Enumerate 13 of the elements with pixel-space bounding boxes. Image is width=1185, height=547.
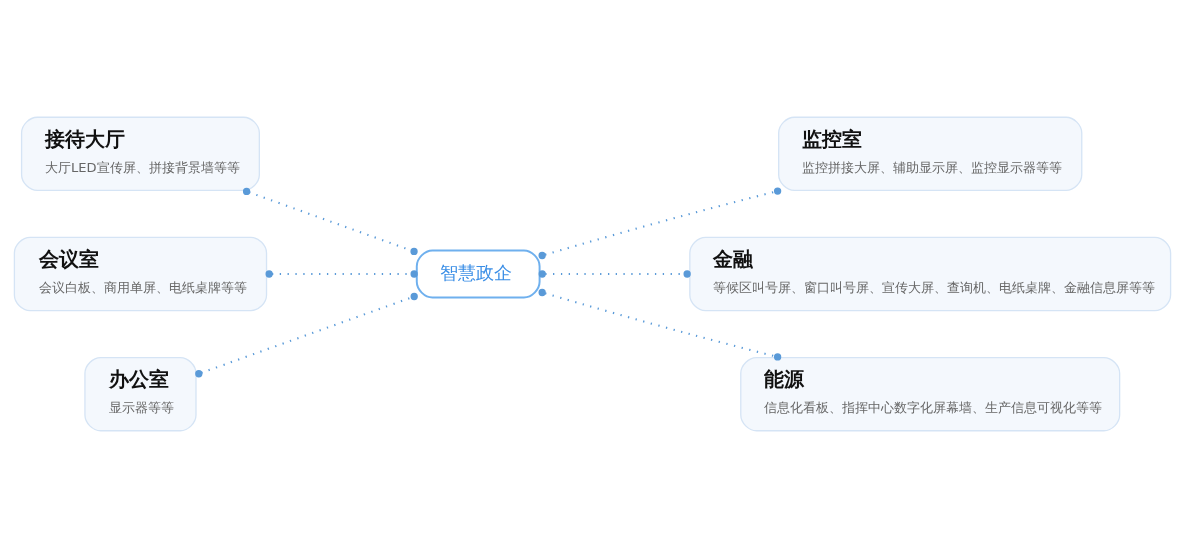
connector — [538, 288, 782, 361]
node-box: 能源 信息化看板、指挥中心数字化屏幕墙、生产信息可视化等等 — [740, 356, 1121, 431]
connector — [538, 269, 691, 278]
node-box: 会议室 会议白板、商用单屏、电纸桌牌等等 — [13, 236, 268, 311]
node-box: 办公室 显示器等等 — [84, 356, 197, 431]
node-box: 接待大厅 大厅LED宣传屏、拼接背景墙等等 — [20, 116, 260, 191]
connector — [195, 292, 418, 377]
node-box: 金融 等候区叫号屏、窗口叫号屏、宣传大屏、查询机、电纸桌牌、金融信息屏等等 — [689, 236, 1172, 311]
connector — [538, 186, 782, 259]
connector — [242, 187, 418, 255]
connector — [265, 269, 418, 278]
node-box: 监控室 监控拼接大屏、辅助显示屏、监控显示器等等 — [778, 116, 1083, 191]
node-box: 智慧政企 — [415, 249, 541, 298]
